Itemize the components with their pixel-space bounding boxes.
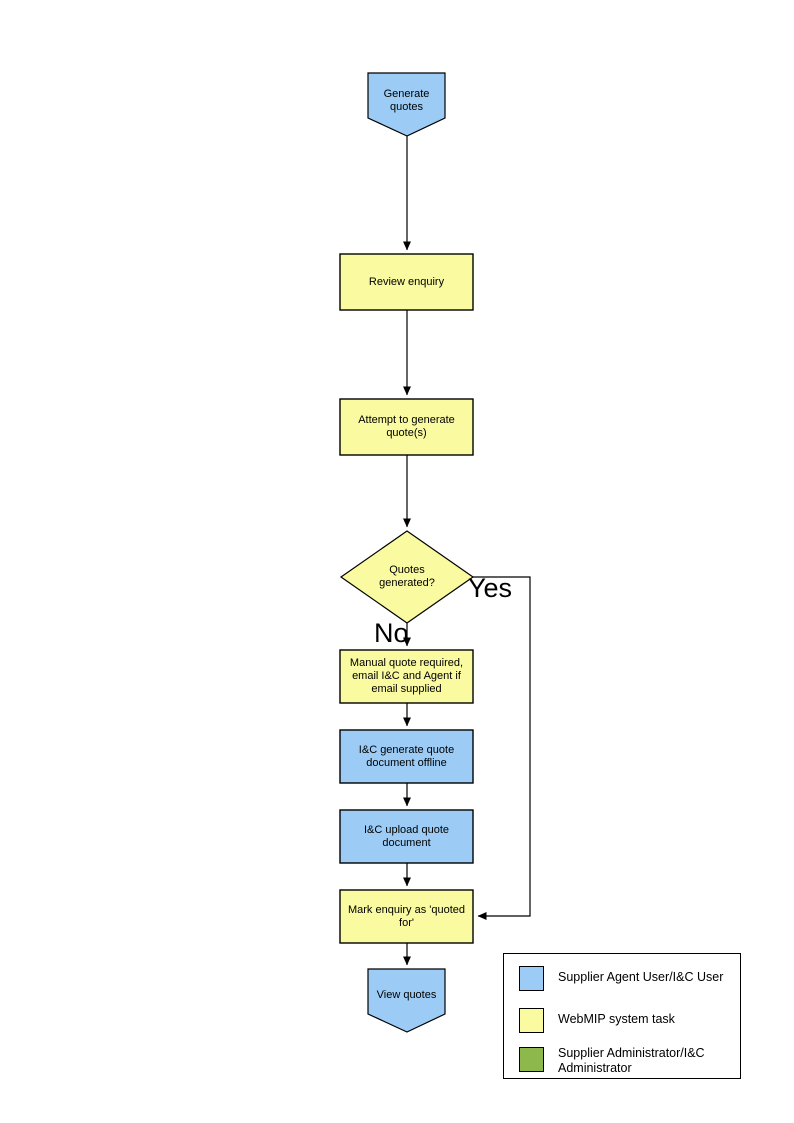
legend-label-supplier-administrator: Supplier Administrator/I&C Administrator (558, 1046, 705, 1075)
node-ic-generate-quote-document-offline[interactable] (339, 729, 474, 784)
node-view-quotes[interactable] (367, 968, 446, 1033)
legend-swatch-webmip-system-task (519, 1008, 544, 1033)
edge-label-yes: Yes (468, 573, 513, 603)
node-mark-enquiry-as-quoted-for[interactable] (339, 889, 474, 944)
legend-swatch-supplier-administrator (519, 1047, 544, 1072)
legend-label-webmip-system-task: WebMIP system task (558, 1012, 675, 1026)
edge-label-no: No (374, 618, 409, 648)
node-review-enquiry[interactable] (339, 253, 474, 311)
legend-swatch-supplier-agent-user (519, 966, 544, 991)
legend-item-supplier-agent-user: Supplier Agent User/I&C User (519, 966, 723, 991)
node-quotes-generated-decision[interactable] (339, 530, 475, 624)
node-manual-quote-required[interactable] (339, 649, 474, 704)
edge-decision-yes-to-mark (473, 576, 531, 920)
legend-item-supplier-administrator: Supplier Administrator/I&C Administrator (519, 1046, 705, 1076)
legend: Supplier Agent User/I&C User WebMIP syst… (503, 953, 741, 1079)
node-ic-upload-quote-document[interactable] (339, 809, 474, 864)
legend-item-webmip-system-task: WebMIP system task (519, 1008, 675, 1033)
node-generate-quotes[interactable] (367, 72, 446, 137)
legend-label-supplier-agent-user: Supplier Agent User/I&C User (558, 970, 724, 984)
node-attempt-to-generate-quotes[interactable] (339, 398, 474, 456)
